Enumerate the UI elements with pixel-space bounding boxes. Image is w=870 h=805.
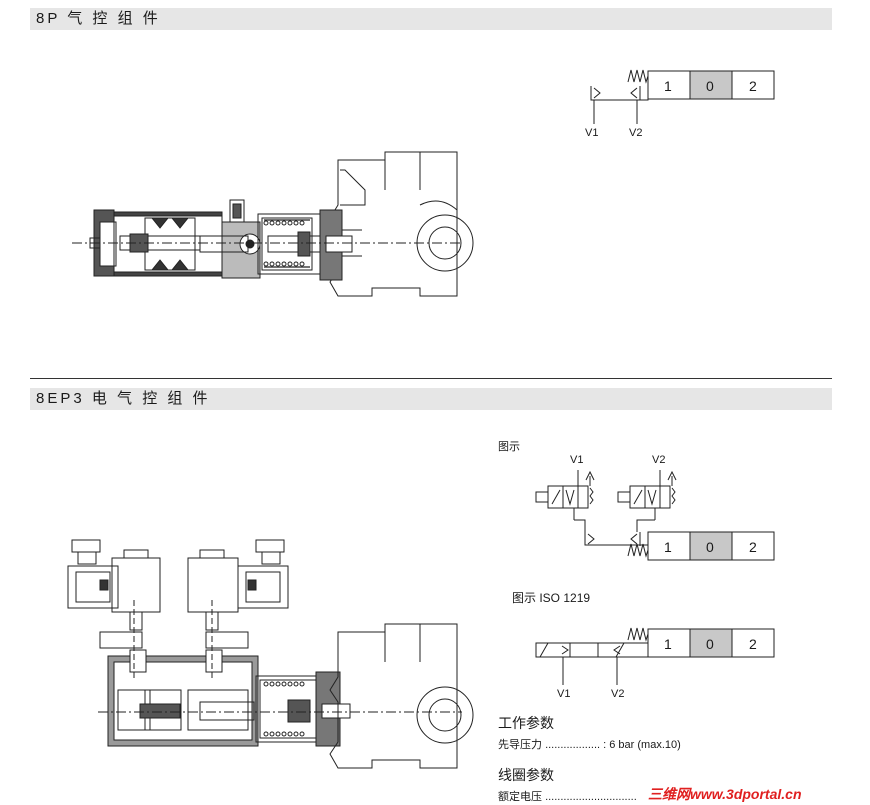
figure-label: 图示 <box>498 441 520 453</box>
drawing-8p-assembly <box>72 151 474 297</box>
position-0-label: 0 <box>706 78 714 94</box>
iso-v1-label: V1 <box>557 688 571 700</box>
leader-dots: .............................. <box>545 791 637 803</box>
pilot-v1-label: V1 <box>570 454 584 466</box>
position-1-label: 1 <box>664 636 672 652</box>
port-v2-label: V2 <box>629 127 643 139</box>
iso-v2-label: V2 <box>611 688 625 700</box>
work-params-heading: 工作参数 <box>498 715 554 731</box>
position-2-label: 2 <box>749 539 757 555</box>
port-v1-label: V1 <box>585 127 599 139</box>
position-0-label: 0 <box>706 636 714 652</box>
pilot-pressure-label: 先导压力 <box>498 739 542 751</box>
pilot-pressure-value: : 6 bar (max.10) <box>603 739 681 751</box>
leader-dots: .................. <box>545 739 601 751</box>
section-title-8p: 8P 气 控 组 件 <box>30 8 832 30</box>
coil-params-heading: 线圈参数 <box>498 767 554 783</box>
valve-symbol-iso1219 <box>535 627 775 685</box>
valve-symbol-8p <box>590 69 775 124</box>
section-divider <box>30 378 832 379</box>
position-2-label: 2 <box>749 636 757 652</box>
rated-voltage-label: 额定电压 <box>498 791 542 803</box>
watermark: 三维网www.3dportal.cn <box>648 786 802 802</box>
position-0-label: 0 <box>706 539 714 555</box>
drawing-8ep3-assembly <box>67 539 474 769</box>
valve-symbol-8ep3-pilot <box>535 470 775 561</box>
figure-iso-label: 图示 ISO 1219 <box>512 591 591 605</box>
pilot-pressure-row: 先导压力 .................. : 6 bar (max.10) <box>498 736 681 752</box>
pilot-v2-label: V2 <box>652 454 666 466</box>
position-1-label: 1 <box>664 539 672 555</box>
section-title-8ep3: 8EP3 电 气 控 组 件 <box>30 388 832 410</box>
position-2-label: 2 <box>749 78 757 94</box>
position-1-label: 1 <box>664 78 672 94</box>
rated-voltage-row: 额定电压 .............................. <box>498 788 637 804</box>
